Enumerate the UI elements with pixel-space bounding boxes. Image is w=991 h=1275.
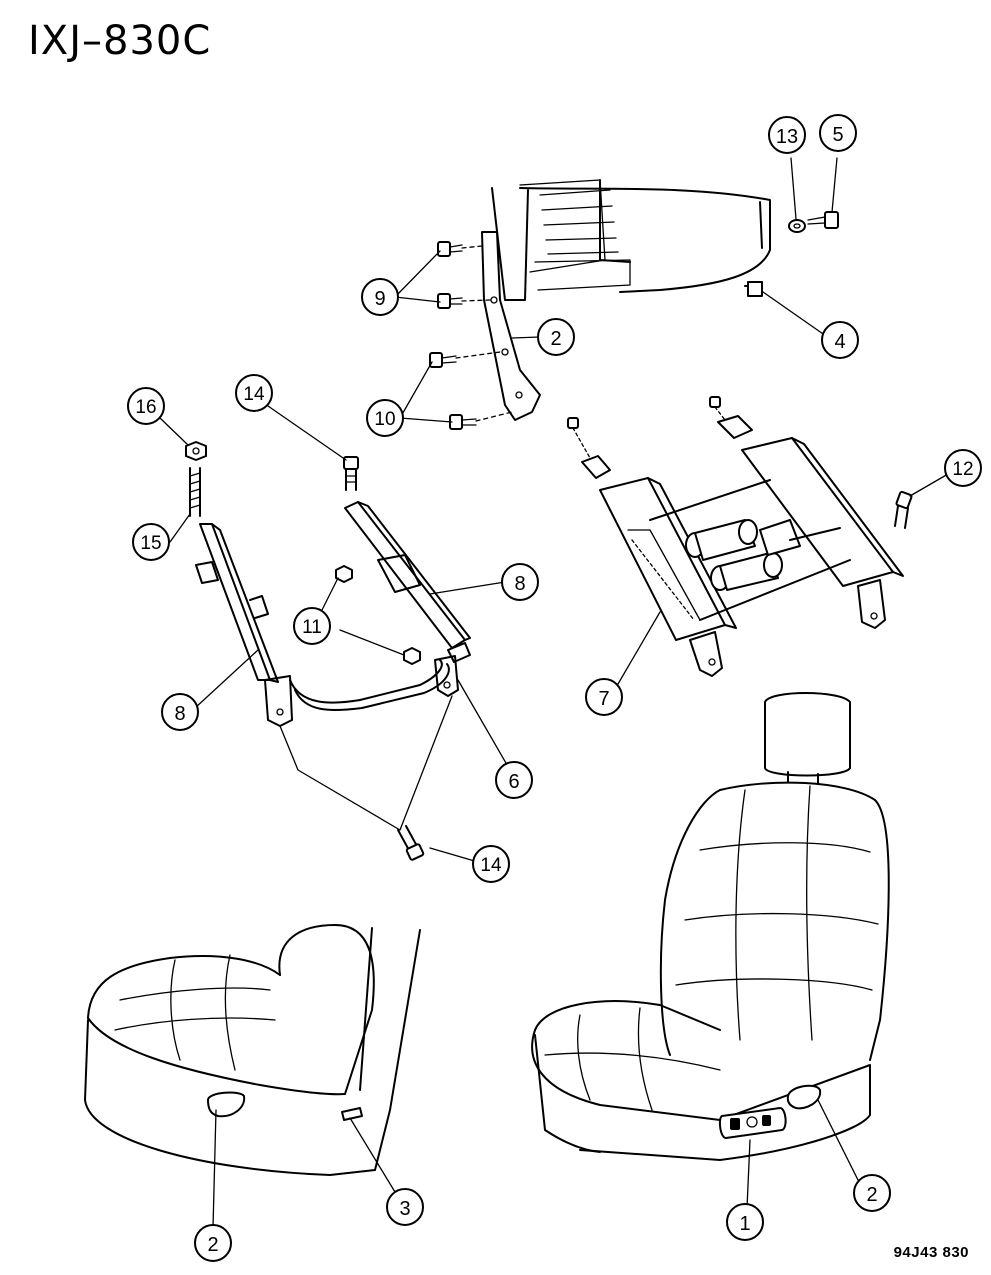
washer-13 (788, 157, 806, 233)
adjuster-motors (685, 519, 841, 591)
callout-8-left-label: 8 (174, 703, 185, 725)
callout-13: 13 (768, 116, 806, 154)
callout-7: 7 (585, 678, 623, 716)
callout-2-bracket: 2 (537, 318, 575, 356)
callout-15-label: 15 (140, 533, 161, 554)
callout-2-left-seat: 2 (194, 1224, 232, 1262)
screw-9-upper (437, 241, 483, 257)
callout-8-left: 8 (161, 693, 199, 731)
callout-12: 12 (944, 449, 982, 487)
bolt-12 (894, 473, 949, 529)
callout-11: 11 (293, 607, 331, 645)
callout-5-label: 5 (832, 124, 843, 146)
left-track-assembly (195, 501, 471, 727)
power-adjuster (567, 396, 904, 677)
callout-14-lower-label: 14 (480, 855, 502, 876)
figure-code: 94J43 830 (893, 1244, 969, 1261)
seat-back-frame (491, 179, 771, 301)
callout-12-label: 12 (952, 459, 973, 480)
callout-7-label: 7 (598, 688, 609, 710)
callout-9-label: 9 (374, 288, 385, 310)
callout-4: 4 (821, 321, 859, 359)
callout-9: 9 (361, 278, 399, 316)
callout-5: 5 (819, 114, 857, 152)
bolt-14-upper (267, 405, 359, 491)
screw-10-upper (429, 351, 501, 368)
callout-14-upper: 14 (235, 374, 273, 412)
callout-16: 16 (127, 387, 165, 425)
left-seat-view (84, 924, 421, 1229)
callout-1-label: 1 (739, 1213, 750, 1235)
callout-16-label: 16 (135, 397, 156, 418)
nut-16 (159, 417, 207, 461)
callout-6-label: 6 (508, 771, 519, 793)
nuts-11 (319, 565, 421, 665)
clip-4 (744, 281, 827, 337)
callout-14-upper-label: 14 (243, 384, 265, 405)
callout-15: 15 (132, 523, 170, 561)
stud-15 (169, 467, 201, 543)
callout-14-lower: 14 (472, 845, 510, 883)
screw-10-lower (449, 411, 513, 430)
right-seat-view (531, 692, 890, 1209)
callout-2-right-seat-label: 2 (866, 1184, 877, 1206)
callout-10: 10 (366, 399, 404, 437)
callout-1: 1 (726, 1203, 764, 1241)
callout-6: 6 (495, 761, 533, 799)
callout-3-label: 3 (399, 1198, 410, 1220)
callout-8-right-label: 8 (514, 573, 525, 595)
bolt-5 (807, 157, 839, 229)
callout-2-bracket-label: 2 (550, 328, 561, 350)
side-bracket (481, 231, 541, 421)
seat-switch-1 (718, 1107, 787, 1139)
callout-2-left-seat-label: 2 (207, 1234, 218, 1256)
callout-2-right-seat: 2 (853, 1174, 891, 1212)
callout-8-right: 8 (501, 563, 539, 601)
callout-13-label: 13 (776, 126, 798, 148)
diagram-title: IXJ–830C (28, 18, 212, 64)
callout-4-label: 4 (834, 331, 845, 353)
callout-3: 3 (386, 1188, 424, 1226)
screw-9-lower (437, 293, 491, 309)
callout-10-label: 10 (374, 409, 395, 430)
callout-11-label: 11 (302, 617, 322, 638)
bolt-14-lower (279, 695, 479, 863)
